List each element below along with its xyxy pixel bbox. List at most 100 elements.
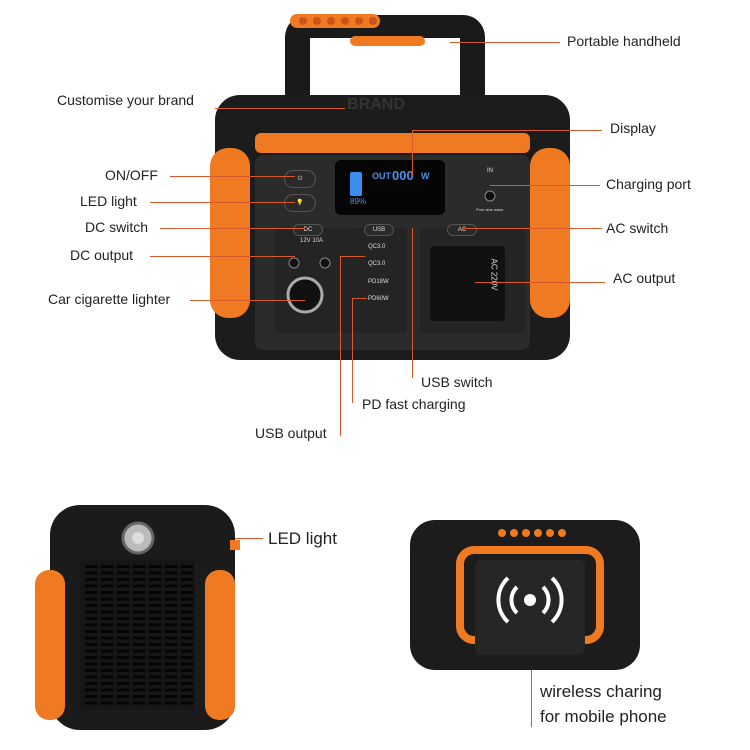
vent-slot bbox=[85, 578, 97, 581]
vent-slot bbox=[149, 662, 161, 666]
qc1-label: QC3.0 bbox=[368, 244, 386, 250]
vent-slot bbox=[181, 662, 193, 666]
vent-slot bbox=[101, 682, 113, 685]
vent-slot bbox=[149, 617, 161, 620]
vent-slot bbox=[85, 636, 97, 640]
vent-slot bbox=[181, 688, 193, 692]
battery-percent: 89% bbox=[350, 197, 367, 206]
label-car-lighter: Car cigarette lighter bbox=[48, 291, 171, 307]
pd60-label: PD60W bbox=[368, 296, 389, 302]
label-brand: Customise your brand bbox=[57, 92, 194, 108]
vent-slot bbox=[85, 610, 97, 614]
vent-slot bbox=[133, 636, 145, 640]
vent-slot bbox=[101, 675, 113, 679]
vent-slot bbox=[149, 578, 161, 581]
vent-slot bbox=[181, 584, 193, 588]
ac-switch[interactable]: AC bbox=[447, 224, 477, 236]
vent-slot bbox=[149, 571, 161, 575]
vent-slot bbox=[101, 604, 113, 607]
usb-switch[interactable]: USB bbox=[364, 224, 394, 236]
vent-slot bbox=[165, 578, 177, 581]
vent-slot bbox=[85, 688, 97, 692]
vent-slot bbox=[117, 656, 129, 659]
dc-spec: 12V 10A bbox=[300, 238, 324, 244]
vent-slot bbox=[149, 604, 161, 607]
vent-slot bbox=[133, 623, 145, 627]
vent-slot bbox=[149, 701, 161, 705]
vent-slot bbox=[165, 695, 177, 698]
vent-slot bbox=[165, 604, 177, 607]
vent-slot bbox=[165, 656, 177, 659]
vent-slot bbox=[149, 584, 161, 588]
label-ac-output: AC output bbox=[613, 270, 676, 286]
vent-slot bbox=[85, 597, 97, 601]
vent-slot bbox=[101, 578, 113, 581]
vent-slot bbox=[133, 630, 145, 633]
vent-slot bbox=[149, 591, 161, 594]
label-wireless-1: wireless charing bbox=[540, 682, 662, 701]
label-side-led: LED light bbox=[268, 529, 337, 548]
vent-slot bbox=[165, 597, 177, 601]
vent-slot bbox=[133, 578, 145, 581]
vent-slot bbox=[133, 695, 145, 698]
vent-slot bbox=[101, 617, 113, 620]
vent-slot bbox=[149, 643, 161, 646]
vent-slot bbox=[165, 610, 177, 614]
vent-slot bbox=[117, 649, 129, 653]
vent-slot bbox=[85, 630, 97, 633]
vent-slot bbox=[117, 669, 129, 672]
dc-switch[interactable]: DC bbox=[293, 224, 323, 236]
vent-slot bbox=[165, 701, 177, 705]
vent-slot bbox=[133, 571, 145, 575]
vent-slot bbox=[149, 630, 161, 633]
vent-slot bbox=[133, 662, 145, 666]
vent-slot bbox=[165, 662, 177, 666]
vent-slot bbox=[85, 571, 97, 575]
label-display: Display bbox=[610, 120, 656, 136]
vent-slot bbox=[85, 656, 97, 659]
vent-slot bbox=[181, 656, 193, 659]
vent-slot bbox=[85, 591, 97, 594]
vent-slot bbox=[101, 630, 113, 633]
led-button[interactable]: 💡 bbox=[284, 194, 316, 212]
vent-slot bbox=[181, 675, 193, 679]
vent-slot bbox=[181, 701, 193, 705]
vent-slot bbox=[133, 565, 145, 568]
vent-slot bbox=[165, 630, 177, 633]
vent-slot bbox=[117, 675, 129, 679]
vent-slot bbox=[149, 695, 161, 698]
vent-slot bbox=[117, 636, 129, 640]
vent-slot bbox=[181, 604, 193, 607]
vent-slot bbox=[101, 643, 113, 646]
vent-slot bbox=[117, 623, 129, 627]
vent-slot bbox=[117, 695, 129, 698]
vent-slot bbox=[165, 649, 177, 653]
qc2-label: QC3.0 bbox=[368, 261, 386, 267]
sine-label: Pure sine wave bbox=[476, 207, 504, 212]
vent-slot bbox=[149, 623, 161, 627]
label-usb-switch: USB switch bbox=[421, 374, 493, 390]
vent-slot bbox=[101, 597, 113, 601]
vent-slot bbox=[85, 584, 97, 588]
vent-slot bbox=[117, 597, 129, 601]
label-dc-switch: DC switch bbox=[85, 219, 149, 235]
vent-slot bbox=[165, 571, 177, 575]
vent-slot bbox=[133, 656, 145, 659]
vent-slot bbox=[133, 675, 145, 679]
label-ac-switch: AC switch bbox=[606, 220, 669, 236]
vent-slot bbox=[117, 643, 129, 646]
power-button[interactable]: ⏻ bbox=[284, 170, 316, 188]
vent-slot bbox=[85, 701, 97, 705]
vent-slot bbox=[133, 649, 145, 653]
vent-slot bbox=[101, 565, 113, 568]
vent-slot bbox=[85, 662, 97, 666]
vent-slot bbox=[101, 584, 113, 588]
vent-slot bbox=[133, 584, 145, 588]
vent-slot bbox=[117, 701, 129, 705]
ac-spec: AC 220V bbox=[489, 258, 499, 291]
wireless-charging-icon bbox=[496, 576, 564, 624]
label-led-light: LED light bbox=[80, 193, 137, 209]
vent-slot bbox=[133, 682, 145, 685]
display-out: OUT bbox=[372, 171, 391, 181]
